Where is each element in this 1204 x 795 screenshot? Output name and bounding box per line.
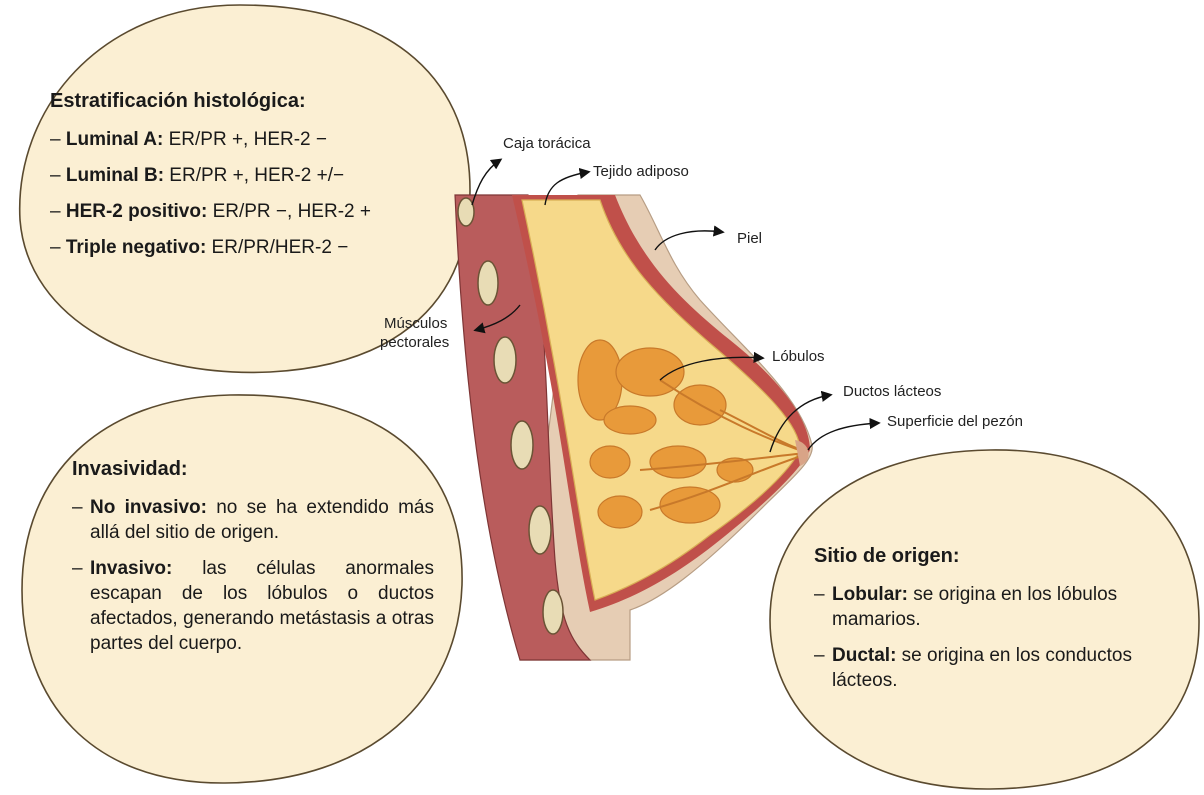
histology-item: – HER-2 positivo: ER/PR −, HER-2 + bbox=[50, 199, 450, 224]
item-dash: – bbox=[814, 582, 832, 632]
label-milk-ducts: Ductos lácteos bbox=[843, 383, 941, 400]
rib bbox=[494, 337, 516, 383]
lobule bbox=[598, 496, 642, 528]
histology-panel: Estratificación histológica: – Luminal A… bbox=[50, 90, 450, 271]
invasiveness-panel: Invasividad: – No invasivo: no se ha ext… bbox=[72, 458, 434, 667]
item-name: HER-2 positivo: bbox=[66, 201, 207, 222]
item-desc: ER/PR/HER-2 − bbox=[206, 237, 348, 258]
lobule bbox=[590, 446, 630, 478]
item-dash: – bbox=[50, 201, 61, 222]
rib bbox=[458, 198, 474, 226]
lobule bbox=[604, 406, 656, 434]
item-name: No invasivo: bbox=[90, 497, 207, 518]
item-dash: – bbox=[72, 556, 90, 656]
invasiveness-item: – Invasivo: las células anormales escapa… bbox=[72, 556, 434, 656]
item-desc: ER/PR +, HER-2 +/− bbox=[164, 165, 344, 186]
label-nipple-surface: Superficie del pezón bbox=[887, 413, 1023, 430]
item-name: Triple negativo: bbox=[66, 237, 206, 258]
rib bbox=[529, 506, 551, 554]
item-dash: – bbox=[50, 237, 61, 258]
item-name: Luminal A: bbox=[66, 129, 163, 150]
label-rib-cage: Caja torácica bbox=[503, 135, 591, 152]
histology-item: – Luminal B: ER/PR +, HER-2 +/− bbox=[50, 163, 450, 188]
item-dash: – bbox=[72, 495, 90, 545]
rib bbox=[511, 421, 533, 469]
label-lobules: Lóbulos bbox=[772, 348, 825, 365]
item-dash: – bbox=[50, 129, 61, 150]
item-name: Ductal: bbox=[832, 645, 896, 666]
histology-title: Estratificación histológica: bbox=[50, 90, 450, 113]
label-muscles-line2: pectorales bbox=[380, 334, 449, 351]
histology-item: – Triple negativo: ER/PR/HER-2 − bbox=[50, 235, 450, 260]
arrow-nipple bbox=[808, 423, 878, 450]
item-dash: – bbox=[50, 165, 61, 186]
origin-item: – Lobular: se origina en los lóbulos mam… bbox=[814, 582, 1184, 632]
item-name: Lobular: bbox=[832, 584, 908, 605]
label-skin: Piel bbox=[737, 230, 762, 247]
invasiveness-item: – No invasivo: no se ha extendido más al… bbox=[72, 495, 434, 545]
item-desc: ER/PR −, HER-2 + bbox=[207, 201, 371, 222]
origin-title: Sitio de origen: bbox=[814, 545, 1184, 568]
lobule bbox=[650, 446, 706, 478]
origin-panel: Sitio de origen: – Lobular: se origina e… bbox=[814, 545, 1184, 704]
label-adipose-tissue: Tejido adiposo bbox=[593, 163, 689, 180]
rib bbox=[478, 261, 498, 305]
item-name: Invasivo: bbox=[90, 558, 172, 579]
invasiveness-title: Invasividad: bbox=[72, 458, 434, 481]
item-desc: ER/PR +, HER-2 − bbox=[163, 129, 327, 150]
origin-item: – Ductal: se origina en los conductos lá… bbox=[814, 643, 1184, 693]
label-muscles-line1: Músculos bbox=[384, 315, 447, 332]
item-dash: – bbox=[814, 643, 832, 693]
item-name: Luminal B: bbox=[66, 165, 164, 186]
histology-item: – Luminal A: ER/PR +, HER-2 − bbox=[50, 127, 450, 152]
rib bbox=[543, 590, 563, 634]
